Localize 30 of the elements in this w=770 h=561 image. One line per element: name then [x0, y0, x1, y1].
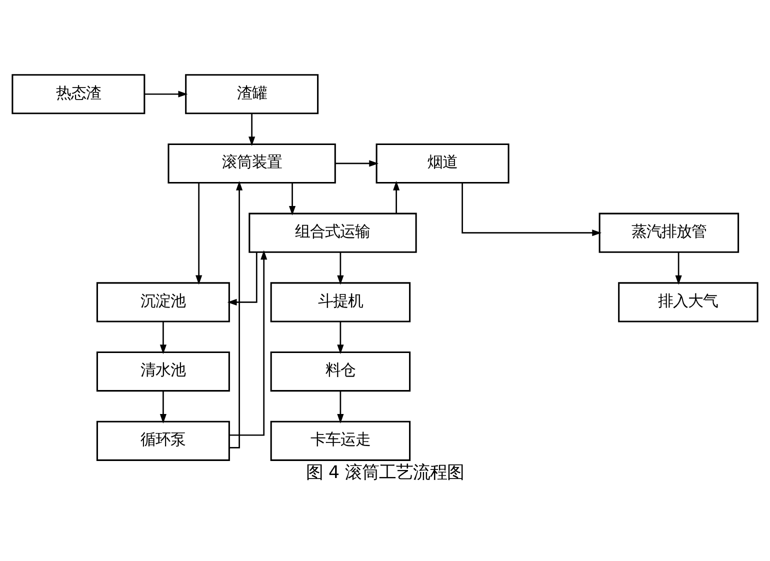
arrow	[337, 390, 344, 423]
arrow	[229, 180, 243, 448]
arrow	[337, 252, 344, 284]
node-box: 热态渣	[12, 74, 146, 114]
node-box: 料仓	[270, 351, 411, 392]
arrow	[160, 390, 167, 423]
node-box: 清水池	[96, 351, 230, 392]
arrow	[196, 182, 202, 284]
arrow	[229, 250, 268, 436]
node-box: 组合式运输	[248, 212, 417, 252]
arrow	[335, 160, 379, 166]
caption: 图 4 滚筒工艺流程图	[306, 462, 464, 482]
arrow	[248, 112, 256, 146]
arrow	[393, 180, 400, 213]
node-box: 排入大气	[618, 282, 758, 322]
node-box: 循环泵	[96, 420, 230, 460]
arrow	[675, 252, 682, 284]
arrow	[337, 321, 344, 354]
arrow	[144, 90, 188, 97]
arrow	[462, 182, 602, 236]
node-box: 卡车运走	[270, 420, 411, 460]
node-box: 滚筒装置	[168, 142, 336, 184]
arrow	[227, 252, 258, 305]
node-box: 斗提机	[270, 282, 411, 322]
node-box: 渣罐	[185, 74, 319, 114]
node-box: 蒸汽排放管	[598, 212, 740, 252]
node-box: 烟道	[376, 142, 510, 184]
node-box: 沉淀池	[96, 282, 230, 322]
arrow	[160, 321, 167, 354]
arrow	[288, 182, 296, 215]
